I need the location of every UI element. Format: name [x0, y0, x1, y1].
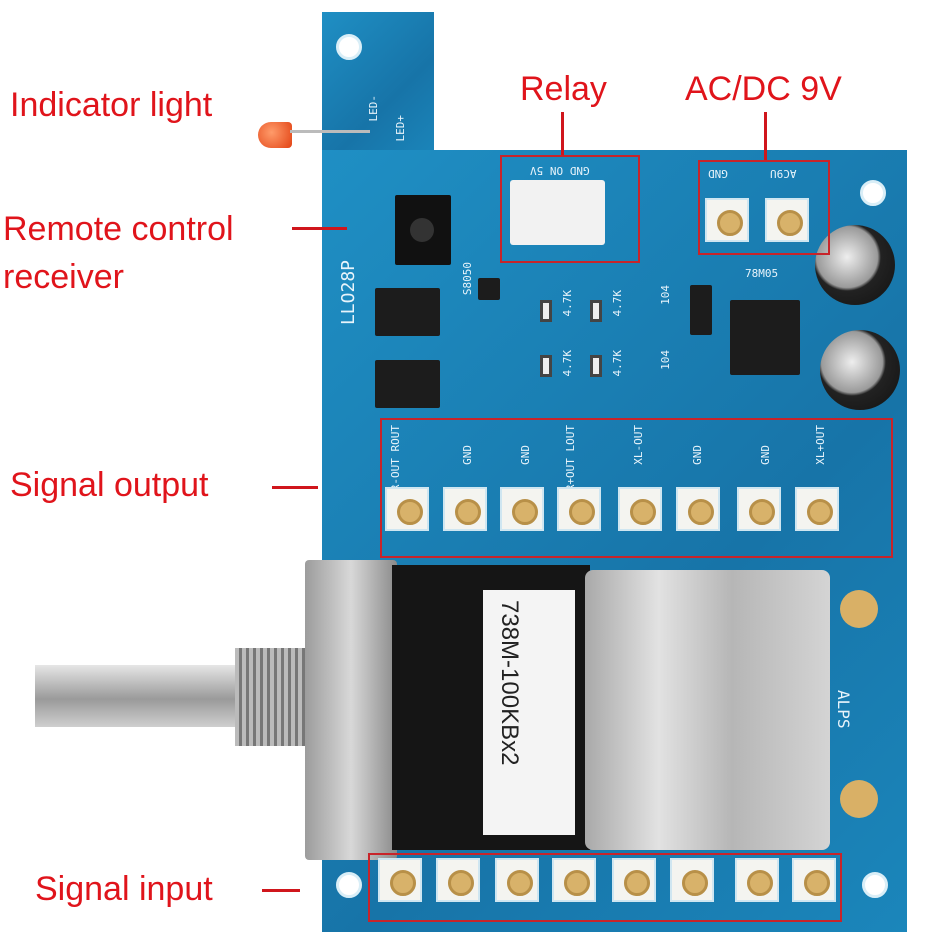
- output-pad: [795, 487, 839, 531]
- input-pad: [378, 858, 422, 902]
- relay-highlight-box: [500, 155, 640, 263]
- power-highlight-box: [698, 160, 830, 255]
- remote-pointer: [292, 227, 347, 230]
- signal-input-pointer: [262, 889, 300, 892]
- output-pad: [737, 487, 781, 531]
- input-pad: [436, 858, 480, 902]
- resistor: [540, 355, 552, 377]
- input-pad: [552, 858, 596, 902]
- pot-label-sticker: [483, 590, 575, 835]
- transistor: [478, 278, 500, 300]
- model-label: LLO28P: [338, 260, 359, 326]
- resistor: [540, 300, 552, 322]
- resistor-label: 4.7K: [561, 350, 574, 377]
- led-label-pos: LED+: [394, 115, 407, 142]
- power-pad: [705, 198, 749, 242]
- pot-shaft: [35, 665, 240, 727]
- remote-control-label: Remote control: [3, 210, 234, 248]
- cap-label: 104: [659, 285, 672, 305]
- input-pad: [495, 858, 539, 902]
- relay-label: Relay: [520, 70, 607, 108]
- regulator-label: 78M05: [745, 267, 779, 280]
- resistor-label: 4.7K: [561, 290, 574, 317]
- led-label-neg: LED-: [367, 95, 380, 122]
- pot-body: [305, 560, 397, 860]
- input-pad: [792, 858, 836, 902]
- ic-chip: [375, 360, 440, 408]
- power-pad: [765, 198, 809, 242]
- cap-label: 104: [659, 350, 672, 370]
- resistor-label: 4.7K: [611, 290, 624, 317]
- led-lead: [290, 130, 370, 133]
- motor-terminal: [840, 780, 878, 818]
- pot-thread: [235, 648, 305, 746]
- signal-input-box: [368, 853, 842, 922]
- signal-output-pointer: [272, 486, 318, 489]
- input-pad: [735, 858, 779, 902]
- indicator-light-label: Indicator light: [10, 86, 213, 124]
- output-pad: [618, 487, 662, 531]
- remote-control-label-2: receiver: [3, 258, 124, 296]
- motor-brand: ALPS: [834, 690, 853, 729]
- resistor: [590, 300, 602, 322]
- relay-pointer: [561, 112, 564, 155]
- relay-connector: [510, 180, 605, 245]
- resistor-label: 4.7K: [611, 350, 624, 377]
- led-icon: [258, 122, 292, 148]
- signal-output-box: [380, 418, 893, 558]
- input-pad: [612, 858, 656, 902]
- motor-terminal: [840, 590, 878, 628]
- capacitor: [820, 330, 900, 410]
- output-pad: [443, 487, 487, 531]
- output-pad: [500, 487, 544, 531]
- mount-hole: [336, 34, 362, 60]
- power-label: AC/DC 9V: [685, 70, 842, 108]
- regulator: [730, 300, 800, 375]
- pcb-board-tab: [322, 12, 434, 162]
- pot-label: 738M-100KBx2: [496, 600, 523, 766]
- resistor: [590, 355, 602, 377]
- transistor-label: S8050: [461, 262, 474, 296]
- ic-chip: [375, 288, 440, 336]
- output-pad: [385, 487, 429, 531]
- power-pointer: [764, 112, 767, 160]
- input-pad: [670, 858, 714, 902]
- mount-hole: [862, 872, 888, 898]
- signal-input-label: Signal input: [35, 870, 213, 908]
- output-pad: [557, 487, 601, 531]
- motor: [585, 570, 830, 850]
- output-pad: [676, 487, 720, 531]
- signal-output-label: Signal output: [10, 466, 209, 504]
- mount-hole: [336, 872, 362, 898]
- diode: [690, 285, 712, 335]
- ir-lens: [410, 218, 434, 242]
- mount-hole: [860, 180, 886, 206]
